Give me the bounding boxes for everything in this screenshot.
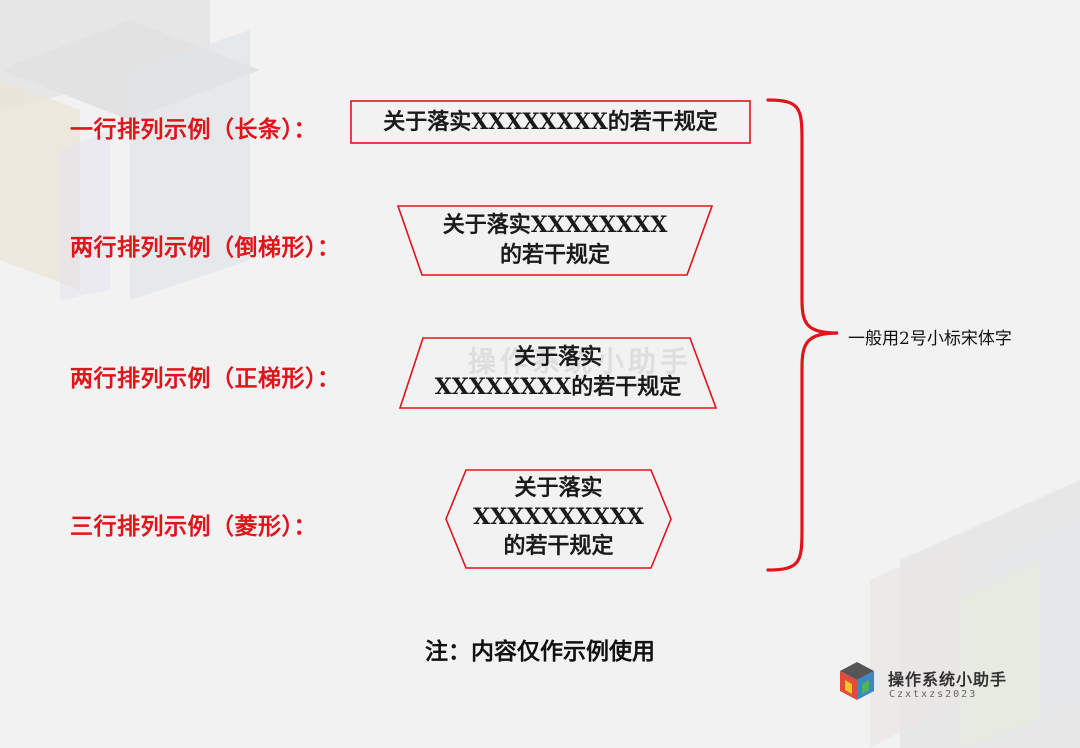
label-single-row: 一行排列示例（长条）： — [70, 117, 317, 143]
label-trapezoid: 两行排列示例（正梯形）： — [70, 366, 341, 392]
box2-line1: 关于落实XXXXXXXX — [442, 212, 668, 238]
inverted-trapezoid-box — [396, 205, 714, 276]
box3-line1: 关于落实 — [513, 344, 602, 370]
footnote: 注：内容仅作示例使用 — [425, 639, 655, 665]
box1-text: 关于落实XXXXXXXX的若干规定 — [351, 107, 750, 137]
curly-brace — [766, 98, 839, 572]
watermark-text: 操作系统小助手 — [468, 345, 693, 378]
trapezoid-box — [398, 337, 718, 409]
box2-line2: 的若干规定 — [499, 242, 610, 268]
box4-line2: XXXXXXXXXX — [473, 504, 644, 530]
brand-logo-icon — [840, 662, 874, 700]
brand-name: 操作系统小助手 — [888, 670, 1008, 689]
side-note: 一般用2号小标宋体字 — [848, 329, 1012, 349]
diamond-box — [445, 469, 672, 569]
box4-text: 关于落实 XXXXXXXXXX 的若干规定 — [446, 474, 671, 561]
box2-text: 关于落实XXXXXXXX 的若干规定 — [398, 210, 712, 270]
box3-line2: XXXXXXXX的若干规定 — [434, 374, 682, 400]
box4-line3: 的若干规定 — [503, 533, 614, 559]
label-diamond: 三行排列示例（菱形）： — [70, 514, 317, 540]
box4-line1: 关于落实 — [514, 475, 603, 501]
box1-line1: 关于落实XXXXXXXX的若干规定 — [383, 109, 718, 135]
brand-subtitle: Czxtxzs2023 — [889, 689, 978, 700]
single-row-box — [350, 100, 751, 144]
box3-text: 关于落实 XXXXXXXX的若干规定 — [400, 342, 716, 402]
label-inverted-trapezoid: 两行排列示例（倒梯形）： — [70, 235, 341, 261]
